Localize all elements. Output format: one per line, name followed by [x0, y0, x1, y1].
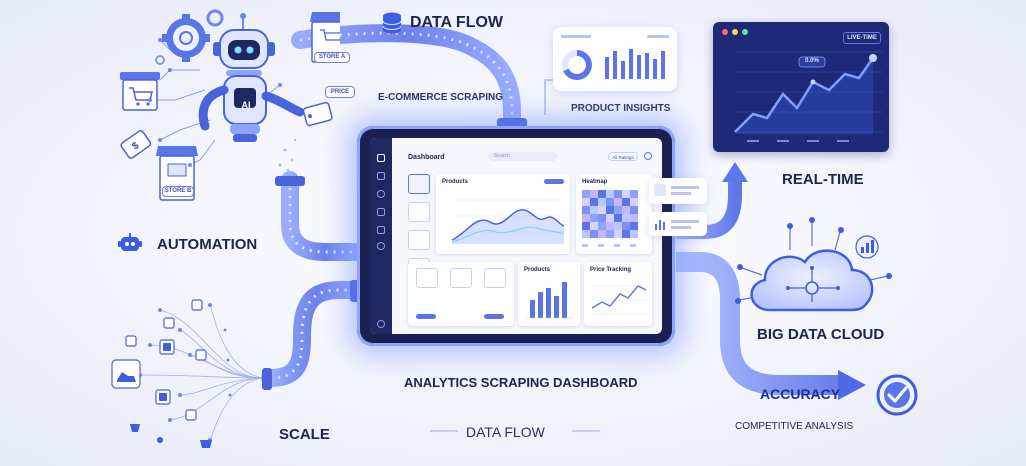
dashboard-title: Dashboard — [408, 154, 445, 161]
database-icon — [382, 12, 402, 39]
dashboard-screen: Dashboard Search All Ratings Products — [370, 138, 662, 334]
real-time-label: REAL-TIME — [782, 171, 864, 188]
heatmap-title: Heatmap — [582, 179, 608, 185]
product-insights-card — [553, 27, 677, 91]
robot-icon — [198, 13, 305, 142]
products-bar-chart — [526, 282, 572, 319]
floating-stat-graphic — [655, 220, 699, 230]
store-cart-icon — [120, 72, 160, 111]
tv-thumb[interactable] — [408, 202, 430, 222]
product-grid-panel — [408, 262, 514, 326]
settings-icon[interactable] — [377, 320, 385, 328]
products-bar-panel: Products — [518, 262, 580, 326]
floating-item-card — [649, 178, 707, 204]
sneaker-card[interactable] — [450, 268, 472, 288]
data-flow-top-label: DATA FLOW — [410, 14, 504, 31]
filter-dropdown[interactable]: All Ratings — [608, 152, 638, 161]
gear-icon — [162, 14, 210, 62]
robot-scene: $ — [120, 9, 340, 201]
grid-action-button-2[interactable] — [484, 314, 504, 319]
real-time-chart — [722, 29, 883, 142]
clock-icon[interactable] — [377, 190, 385, 198]
robot-small-icon — [118, 232, 142, 261]
floating-stat-card — [649, 212, 707, 236]
products-small-title: Products — [524, 267, 551, 273]
grid-icon[interactable] — [377, 172, 385, 180]
profile-icon[interactable] — [644, 152, 652, 160]
panel-toggle[interactable] — [544, 179, 564, 184]
price-tag-icon — [302, 101, 333, 127]
robot-ai-label: AI — [241, 100, 251, 110]
svg-text:$: $ — [130, 140, 141, 152]
grid-action-button[interactable] — [416, 314, 436, 319]
dollar-tag-icon: $ — [120, 130, 152, 159]
heatmap-panel: Heatmap — [576, 174, 652, 254]
phone-thumb[interactable] — [408, 230, 430, 250]
price-tracking-panel: Price Tracking — [584, 262, 652, 326]
price-tracking-chart — [591, 285, 647, 315]
search-input[interactable]: Search — [488, 152, 558, 161]
floating-item-graphic — [654, 184, 699, 196]
store-b-label: STORE B — [162, 186, 194, 197]
jacket-card[interactable] — [416, 268, 438, 288]
products-chart-panel: Products — [436, 174, 570, 254]
home-icon[interactable] — [377, 154, 385, 162]
chart-value-label: 0.0% — [805, 58, 819, 64]
real-time-chart-card: LIVE-TIME 0.0% — [713, 22, 889, 152]
file-icon[interactable] — [377, 208, 385, 216]
analytics-dashboard-label: ANALYTICS SCRAPING DASHBOARD — [404, 375, 638, 390]
insights-chart — [561, 35, 669, 80]
big-data-cloud-label: BIG DATA CLOUD — [757, 326, 885, 343]
hoodie-card[interactable] — [484, 268, 506, 288]
scale-label: SCALE — [279, 426, 330, 443]
store-a-label: STORE A — [314, 52, 350, 63]
automation-label: AUTOMATION — [157, 236, 258, 253]
chart-icon[interactable] — [377, 226, 385, 234]
live-time-badge: LIVE-TIME — [843, 32, 881, 44]
dashboard-sidebar — [370, 138, 392, 334]
user-icon[interactable] — [377, 242, 385, 250]
data-flow-bottom-label: DATA FLOW — [466, 424, 545, 440]
products-panel-title: Products — [442, 179, 469, 185]
products-line-chart — [451, 199, 565, 244]
price-label: PRICE — [325, 86, 355, 98]
heatmap-grid — [582, 190, 638, 247]
product-insights-label: PRODUCT INSIGHTS — [571, 103, 671, 114]
competitive-analysis-label: COMPETITIVE ANALYSIS — [735, 421, 854, 432]
ecommerce-scraping-label: E-COMMERCE SCRAPING — [378, 92, 504, 103]
price-tracking-title: Price Tracking — [590, 267, 632, 273]
small-gear-icon — [206, 9, 224, 27]
analytics-dashboard: Dashboard Search All Ratings Products — [357, 126, 675, 346]
accuracy-label: ACCURACY — [760, 386, 841, 402]
shoe-thumb[interactable] — [408, 174, 430, 194]
